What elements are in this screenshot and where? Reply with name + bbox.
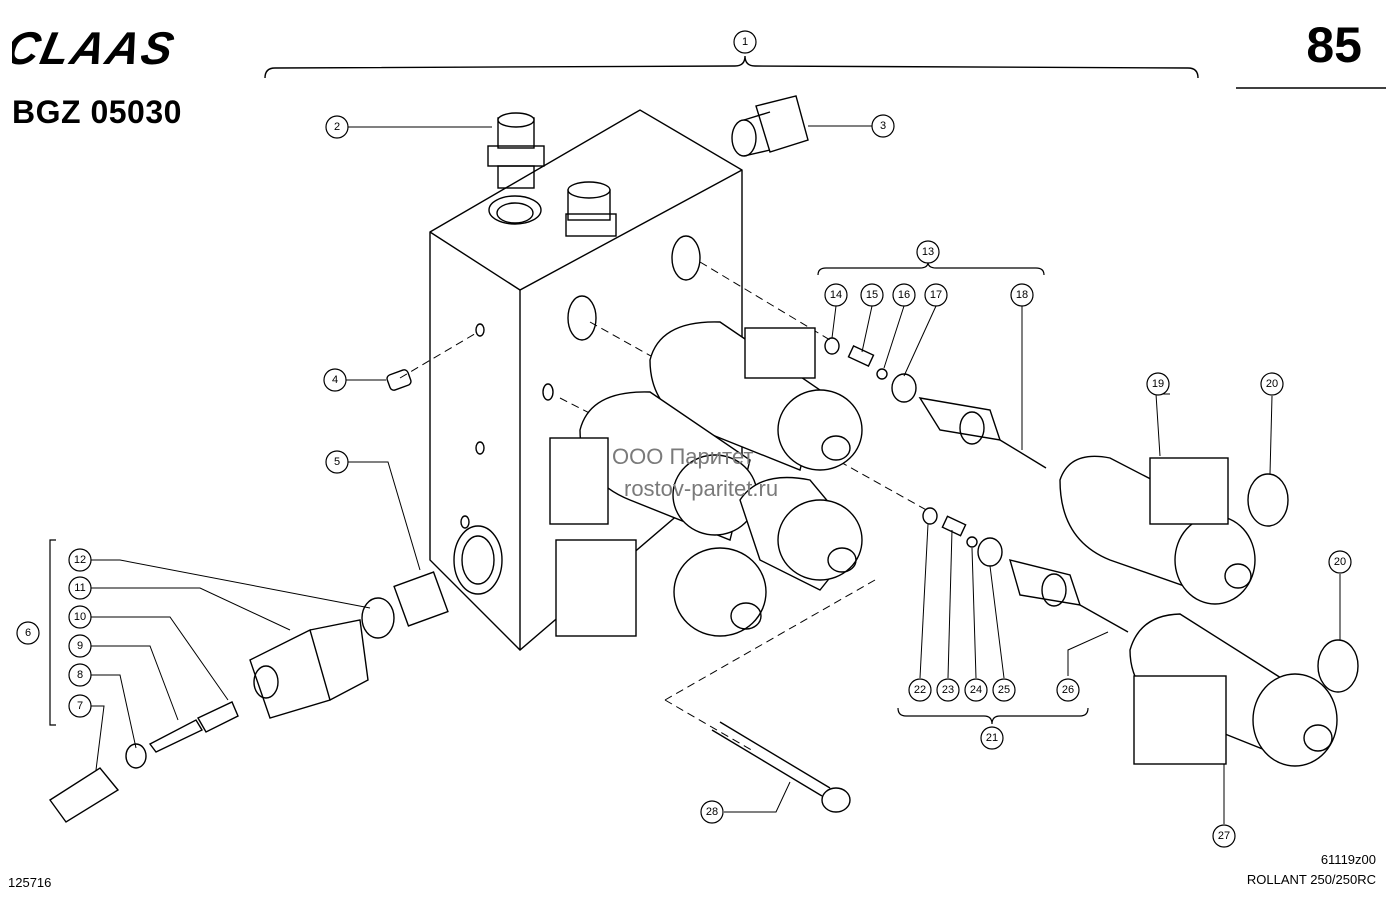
callout-12-label: 12 bbox=[74, 554, 86, 566]
solenoid-coil-27 bbox=[1129, 613, 1338, 767]
claas-logo: CLAAS bbox=[1, 22, 232, 73]
callout-22: 22 bbox=[908, 678, 932, 702]
callout-13: 13 bbox=[916, 240, 940, 264]
callout-12: 12 bbox=[68, 548, 92, 572]
callout-25: 25 bbox=[992, 678, 1016, 702]
callout-18-label: 18 bbox=[1016, 289, 1028, 301]
callout-5: 5 bbox=[325, 450, 349, 474]
dowel-pin-4 bbox=[386, 369, 412, 391]
callout-17-label: 17 bbox=[930, 289, 942, 301]
callout-20a-label: 20 bbox=[1266, 378, 1278, 390]
callout-20a: 20 bbox=[1260, 372, 1284, 396]
callout-11: 11 bbox=[68, 576, 92, 600]
callout-6: 6 bbox=[16, 621, 40, 645]
callout-24: 24 bbox=[964, 678, 988, 702]
callout-20b: 20 bbox=[1328, 550, 1352, 574]
callout-13-label: 13 bbox=[922, 246, 934, 258]
callouts: 1 2 3 4 5 6 7 8 9 10 11 12 13 14 15 16 1… bbox=[16, 30, 1352, 848]
fitting-2 bbox=[487, 112, 545, 189]
o-ring-20b bbox=[1317, 639, 1359, 693]
callout-11-label: 11 bbox=[74, 582, 85, 594]
callout-17: 17 bbox=[924, 283, 948, 307]
o-ring-20a bbox=[1247, 473, 1289, 527]
brand-logo-text: CLAAS bbox=[12, 22, 180, 70]
assembly-reference: BGZ 05030 bbox=[12, 94, 182, 130]
callout-23-label: 23 bbox=[942, 684, 954, 696]
callout-21: 21 bbox=[980, 726, 1004, 750]
callout-14-label: 14 bbox=[830, 289, 842, 301]
callout-3: 3 bbox=[871, 114, 895, 138]
callout-8: 8 bbox=[68, 663, 92, 687]
page-number: 85 bbox=[1306, 17, 1362, 73]
callout-15-label: 15 bbox=[866, 289, 878, 301]
plug-top bbox=[565, 181, 617, 237]
callout-16-label: 16 bbox=[898, 289, 910, 301]
sleeve-5 bbox=[361, 571, 449, 639]
callout-15: 15 bbox=[860, 283, 884, 307]
callout-7-label: 7 bbox=[77, 700, 83, 712]
callout-28-label: 28 bbox=[706, 806, 718, 818]
callout-9: 9 bbox=[68, 634, 92, 658]
callout-18: 18 bbox=[1010, 283, 1034, 307]
callout-4-label: 4 bbox=[332, 374, 338, 386]
callout-26-label: 26 bbox=[1062, 684, 1074, 696]
callout-4: 4 bbox=[323, 368, 347, 392]
callout-3-label: 3 bbox=[880, 120, 886, 132]
relief-valve-assembly bbox=[48, 619, 369, 823]
callout-25-label: 25 bbox=[998, 684, 1010, 696]
callout-19: 19 bbox=[1146, 372, 1170, 396]
callout-10: 10 bbox=[68, 605, 92, 629]
bolt-28 bbox=[711, 721, 851, 813]
callout-2: 2 bbox=[325, 115, 349, 139]
callout-27-label: 27 bbox=[1218, 830, 1230, 842]
callout-26: 26 bbox=[1056, 678, 1080, 702]
fitting-3 bbox=[731, 95, 809, 157]
callout-21-label: 21 bbox=[986, 732, 998, 744]
callout-19-label: 19 bbox=[1152, 378, 1164, 390]
sheet-id: 125716 bbox=[8, 875, 52, 890]
valve-block bbox=[429, 109, 743, 651]
callout-24-label: 24 bbox=[970, 684, 982, 696]
callout-27: 27 bbox=[1212, 824, 1236, 848]
callout-1-label: 1 bbox=[742, 36, 748, 48]
callout-5-label: 5 bbox=[334, 456, 340, 468]
callout-10-label: 10 bbox=[74, 611, 86, 623]
callout-20b-label: 20 bbox=[1334, 556, 1346, 568]
solenoid-coil-19 bbox=[1059, 455, 1256, 605]
callout-6-label: 6 bbox=[25, 627, 31, 639]
callout-1: 1 bbox=[733, 30, 757, 54]
callout-7: 7 bbox=[68, 694, 92, 718]
valve-cartridge-13 bbox=[824, 337, 1047, 469]
valve-cartridge-21 bbox=[922, 507, 1129, 633]
callout-16: 16 bbox=[892, 283, 916, 307]
footer-info: 61119z00 ROLLANT 250/250RC bbox=[1247, 850, 1376, 890]
solenoid-coils-mounted bbox=[549, 321, 863, 637]
callout-28: 28 bbox=[700, 800, 724, 824]
callout-14: 14 bbox=[824, 283, 848, 307]
callout-23: 23 bbox=[936, 678, 960, 702]
callout-8-label: 8 bbox=[77, 669, 83, 681]
model-name: ROLLANT 250/250RC bbox=[1246, 872, 1376, 887]
callout-22-label: 22 bbox=[914, 684, 926, 696]
callout-9-label: 9 bbox=[77, 640, 83, 652]
drawing-code: 61119z00 bbox=[1320, 852, 1376, 867]
callout-2-label: 2 bbox=[334, 121, 340, 133]
